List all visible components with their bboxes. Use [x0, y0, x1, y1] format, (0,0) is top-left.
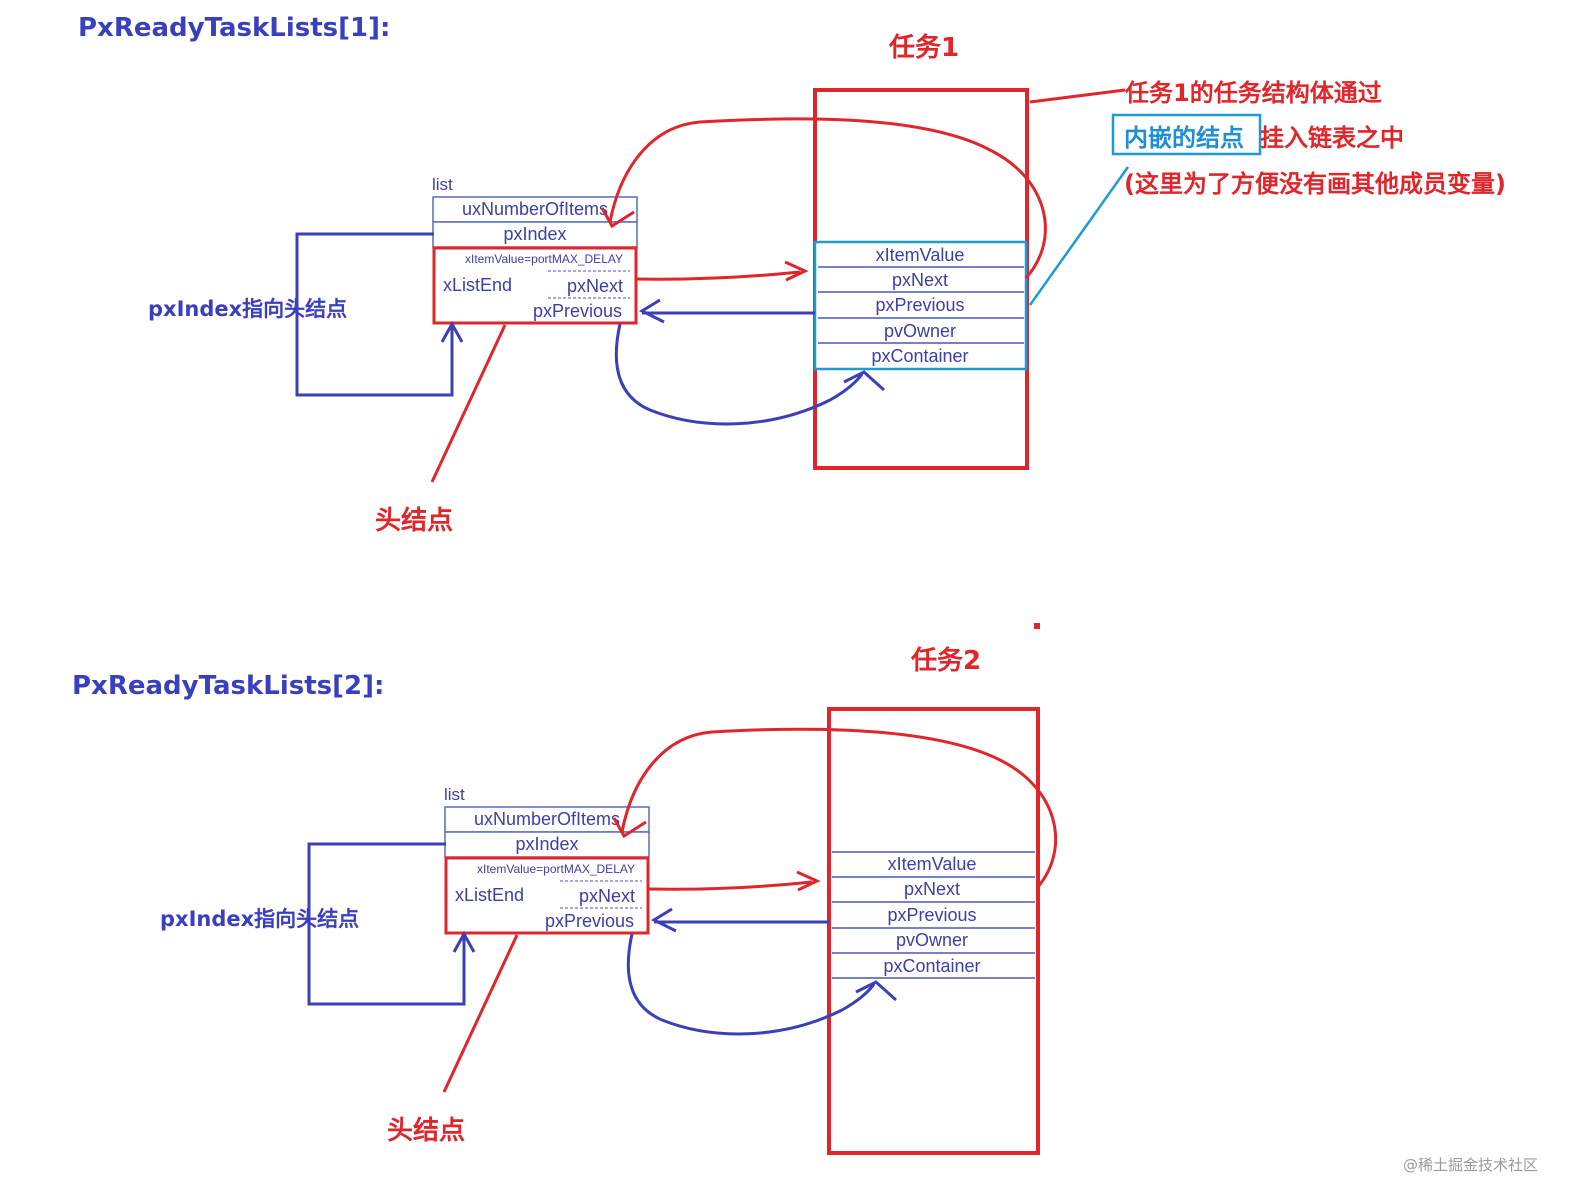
head-node-label-2: 头结点	[387, 1115, 465, 1146]
watermark: @稀土掘金技术社区	[1403, 1156, 1538, 1174]
xlistend-value-label: xItemValue=portMAX_DELAY	[465, 252, 623, 266]
xlistend-pxprevious: pxPrevious	[545, 911, 634, 931]
node-pxnext-loop	[608, 117, 1047, 279]
node-pxnext-arrowhead	[612, 817, 647, 839]
node-field-pvowner: pvOwner	[884, 321, 956, 341]
task-2-label: 任务2	[910, 646, 981, 676]
node-fields-1: xItemValue pxNext pxPrevious pvOwner pxC…	[818, 245, 1024, 366]
pxprevious-arrowhead	[638, 298, 665, 324]
list-item-node-2: xItemValue pxNext pxPrevious pvOwner pxC…	[832, 851, 1035, 979]
xlistend-value-label: xItemValue=portMAX_DELAY	[477, 862, 635, 876]
pxindex-pointer-line	[295, 232, 454, 397]
head-node-label-1: 头结点	[375, 505, 453, 536]
annotation-pointer	[1029, 88, 1126, 104]
node-pxnext-loop	[620, 727, 1058, 889]
list-field-cell	[444, 831, 650, 858]
annotation-boxed-text: 内嵌的结点	[1124, 124, 1244, 152]
list-pxprevious-loop	[626, 933, 876, 1036]
node-field-xitemvalue: xItemValue	[888, 854, 977, 874]
head-node-pointer	[430, 324, 507, 483]
xlistend-box-1	[432, 246, 638, 325]
stray-mark	[1034, 623, 1040, 629]
list-field-pxindex: pxIndex	[503, 224, 566, 244]
node-field-xitemvalue: xItemValue	[876, 245, 965, 265]
pxnext-to-node-arrow	[647, 880, 813, 891]
annotation-line-2: 挂入链表之中	[1260, 124, 1404, 152]
pxnext-arrowhead	[784, 260, 809, 282]
list-pxprevious-arrowhead	[843, 370, 886, 392]
list-field-uxnumberofitems: uxNumberOfItems	[462, 199, 608, 219]
annotation-line-3: (这里为了方便没有画其他成员变量)	[1124, 170, 1506, 198]
node-field-pxnext: pxNext	[892, 270, 948, 290]
node-pxnext-arrowhead	[600, 207, 635, 229]
node-field-pxprevious: pxPrevious	[887, 905, 976, 925]
annotation-highlight-box	[1111, 113, 1262, 156]
section-1-title: PxReadyTaskLists[1]:	[78, 13, 390, 43]
node-field-pxnext: pxNext	[904, 879, 960, 899]
node-field-pxprevious: pxPrevious	[875, 295, 964, 315]
list-field-uxnumberofitems: uxNumberOfItems	[474, 809, 620, 829]
xlistend-pxnext: pxNext	[579, 886, 635, 906]
pxindex-arrowhead	[440, 320, 464, 343]
section-2: PxReadyTaskLists[2]: 任务2 list uxNumberOf…	[72, 646, 1058, 1155]
pxindex-note-1: pxIndex指向头结点	[148, 297, 347, 321]
list-pxprevious-arrowhead	[855, 980, 898, 1002]
task-2-struct-box	[827, 707, 1040, 1155]
pxindex-pointer-line	[307, 842, 466, 1006]
node-annotation-pointer	[1028, 166, 1130, 306]
node-field-pxcontainer: pxContainer	[871, 346, 968, 366]
list-label-1: list	[432, 175, 453, 194]
pxnext-to-node-arrow	[635, 270, 801, 281]
xlistend-pxprevious: pxPrevious	[533, 301, 622, 321]
list-pxprevious-loop	[614, 323, 864, 426]
list-item-node-1	[813, 240, 1028, 371]
annotation-line-1: 任务1的任务结构体通过	[1124, 79, 1382, 107]
xlistend-pxnext: pxNext	[567, 276, 623, 296]
node-field-pxcontainer: pxContainer	[883, 956, 980, 976]
pxindex-arrowhead	[452, 930, 476, 953]
task-1-label: 任务1	[888, 33, 959, 63]
pxnext-arrowhead	[796, 870, 821, 892]
xlistend-name: xListEnd	[455, 885, 524, 905]
head-node-pointer	[442, 934, 519, 1093]
section-1: PxReadyTaskLists[1]: 任务1 list uxNumberOf…	[78, 13, 1506, 536]
list-field-pxindex: pxIndex	[515, 834, 578, 854]
list-label-2: list	[444, 785, 465, 804]
node-field-pvowner: pvOwner	[896, 930, 968, 950]
xlistend-name: xListEnd	[443, 275, 512, 295]
xlistend-box-2	[444, 856, 650, 935]
pxindex-note-2: pxIndex指向头结点	[160, 907, 359, 931]
section-2-title: PxReadyTaskLists[2]:	[72, 671, 384, 701]
pxprevious-arrowhead	[650, 907, 677, 933]
